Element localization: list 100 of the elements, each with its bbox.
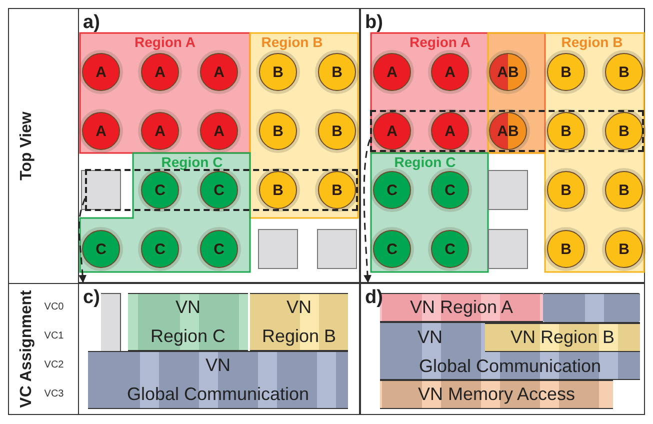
node-circle bbox=[141, 53, 179, 91]
vc-band bbox=[88, 351, 348, 409]
node-circle bbox=[605, 53, 643, 91]
band-label: VN bbox=[205, 354, 230, 377]
node-letter: B bbox=[618, 182, 630, 198]
panel-label: d) bbox=[365, 288, 383, 308]
node-circle bbox=[141, 112, 179, 150]
row-header: VC Assignment bbox=[18, 290, 36, 408]
node-letter: C bbox=[214, 240, 224, 258]
empty-tile bbox=[81, 170, 121, 210]
region-label: Region C bbox=[394, 154, 456, 170]
vc-label: VC3 bbox=[44, 388, 64, 400]
node-circle bbox=[547, 230, 585, 268]
vc-band-segment bbox=[543, 293, 640, 322]
node-letter: B bbox=[618, 240, 630, 258]
node-letter: B bbox=[272, 122, 284, 140]
vc-band bbox=[250, 293, 348, 351]
region-area bbox=[371, 153, 488, 272]
node-letter: B bbox=[618, 64, 630, 80]
node-letter: B bbox=[272, 64, 284, 80]
band-label: Global Communication bbox=[126, 383, 310, 406]
node-letter: A bbox=[96, 122, 106, 140]
panel-label: c) bbox=[83, 288, 100, 308]
node-letter: C bbox=[154, 182, 166, 198]
node-letter: A bbox=[214, 64, 224, 80]
panel-cell bbox=[360, 8, 645, 283]
node-circle bbox=[431, 53, 469, 91]
node-letter: C bbox=[444, 182, 456, 198]
band-label: VN bbox=[416, 326, 444, 349]
node-circle bbox=[200, 230, 238, 268]
vc-band bbox=[380, 293, 543, 322]
node-circle bbox=[373, 171, 411, 209]
vc-label: VC2 bbox=[44, 360, 64, 370]
node-letter: B bbox=[560, 240, 572, 258]
node-letter: A bbox=[214, 122, 224, 140]
node-circle bbox=[373, 230, 411, 268]
node-circle bbox=[259, 112, 297, 150]
node-letter: AB bbox=[497, 64, 519, 80]
region-area bbox=[80, 33, 250, 153]
node-letter: C bbox=[444, 240, 456, 258]
band-label: VN Memory Access bbox=[418, 383, 576, 406]
node-letter: B bbox=[560, 122, 572, 140]
node-circle bbox=[547, 53, 585, 91]
panel-cell bbox=[78, 283, 360, 415]
node-circle bbox=[259, 53, 297, 91]
panel-label: a) bbox=[83, 13, 100, 33]
node-letter: C bbox=[386, 240, 398, 258]
band-label: VN Region B bbox=[510, 326, 615, 349]
vc-band bbox=[380, 380, 613, 409]
node-letter: C bbox=[154, 240, 166, 258]
node-letter: A bbox=[444, 122, 456, 140]
node-letter: A bbox=[386, 122, 398, 140]
node-circle bbox=[200, 112, 238, 150]
node-letter: B bbox=[560, 182, 572, 198]
node-circle bbox=[200, 53, 238, 91]
unused-vc-block bbox=[101, 293, 121, 351]
row-header: Top View bbox=[18, 112, 36, 180]
band-label: Global Communication bbox=[418, 355, 602, 378]
node-letter: B bbox=[332, 64, 342, 80]
node-circle bbox=[141, 230, 179, 268]
node-letter: B bbox=[618, 122, 630, 140]
region-label: Region C bbox=[161, 154, 223, 170]
node-letter: B bbox=[332, 122, 342, 140]
node-circle bbox=[431, 171, 469, 209]
node-letter: AB bbox=[497, 122, 519, 140]
band-label: VN Region B bbox=[260, 296, 338, 348]
node-letter: A bbox=[154, 122, 166, 140]
node-circle bbox=[605, 230, 643, 268]
region-label: Region B bbox=[561, 34, 623, 50]
node-letter: A bbox=[96, 64, 106, 80]
node-letter: A bbox=[444, 64, 456, 80]
band-label: VN Region C bbox=[149, 296, 227, 348]
node-circle bbox=[547, 171, 585, 209]
node-letter: C bbox=[96, 240, 106, 258]
node-circle bbox=[82, 112, 120, 150]
node-letter: B bbox=[272, 182, 284, 198]
vc-label: VC0 bbox=[44, 302, 64, 312]
region-label: Region A bbox=[134, 34, 196, 50]
node-circle bbox=[373, 53, 411, 91]
node-circle bbox=[431, 230, 469, 268]
vc-label: VC1 bbox=[44, 330, 64, 342]
band-label: VN Region A bbox=[410, 296, 514, 319]
vc-band bbox=[128, 293, 248, 351]
node-letter: C bbox=[214, 182, 224, 198]
empty-tile bbox=[488, 170, 528, 210]
node-circle bbox=[82, 230, 120, 268]
empty-tile bbox=[258, 229, 298, 269]
node-circle bbox=[318, 53, 356, 91]
vc-band bbox=[485, 323, 640, 352]
empty-tile bbox=[317, 229, 357, 269]
empty-tile bbox=[488, 229, 528, 269]
node-letter: B bbox=[332, 182, 342, 198]
node-circle bbox=[82, 53, 120, 91]
node-circle bbox=[605, 171, 643, 209]
vc-band bbox=[380, 322, 640, 380]
node-letter: B bbox=[560, 64, 572, 80]
region-label: Region B bbox=[261, 34, 323, 50]
node-letter: A bbox=[154, 64, 166, 80]
panel-cell bbox=[78, 8, 360, 283]
node-circle bbox=[318, 112, 356, 150]
